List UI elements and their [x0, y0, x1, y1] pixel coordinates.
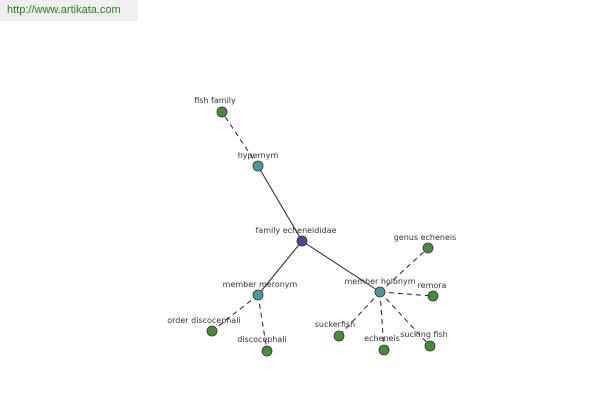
- node-family[interactable]: [296, 235, 308, 247]
- graph-edges: [211, 111, 434, 352]
- edge-member-holonym-to-echeneis: [379, 291, 385, 351]
- node-member-holonym[interactable]: [374, 286, 386, 298]
- node-label-remora[interactable]: remora: [418, 281, 447, 290]
- node-label-echeneis[interactable]: echeneis: [364, 334, 400, 343]
- node-label-fish-family[interactable]: fish family: [194, 96, 236, 105]
- site-url-link[interactable]: http://www.artikata.com: [7, 4, 121, 16]
- node-label-hypernym[interactable]: hypernym: [238, 151, 279, 160]
- edge-member-meronym-to-order-discocephali: [211, 294, 259, 332]
- node-genus-echeneis[interactable]: [422, 242, 434, 254]
- node-fish-family[interactable]: [216, 106, 228, 118]
- node-hypernym[interactable]: [252, 160, 264, 172]
- node-label-genus-echeneis[interactable]: genus echeneis: [394, 233, 457, 242]
- node-label-member-meronym[interactable]: member meronym: [223, 280, 298, 289]
- node-order-discocephali[interactable]: [206, 325, 218, 337]
- node-label-order-discocephali[interactable]: order discocephali: [167, 316, 240, 325]
- edge-family-to-member-meronym: [257, 240, 303, 296]
- edge-member-holonym-to-sucking-fish: [379, 291, 431, 347]
- node-label-suckerfish[interactable]: suckerfish: [315, 320, 355, 329]
- node-label-family[interactable]: family echeneididae: [256, 226, 337, 235]
- node-label-discocephali[interactable]: discocephali: [237, 335, 287, 344]
- node-remora[interactable]: [427, 290, 439, 302]
- edge-hypernym-to-fish-family: [221, 111, 259, 167]
- graph-labels: family echeneididae hypernym fish family me…: [167, 96, 456, 344]
- node-member-meronym[interactable]: [252, 289, 264, 301]
- graph-nodes: [206, 106, 439, 357]
- edge-member-meronym-to-discocephali: [257, 294, 268, 352]
- edge-member-holonym-to-suckerfish: [338, 291, 381, 337]
- edge-family-to-hypernym: [257, 165, 303, 242]
- edge-member-holonym-to-genus-echeneis: [379, 247, 429, 293]
- node-label-member-holonym[interactable]: member holonym: [344, 277, 415, 286]
- node-sucking-fish[interactable]: [424, 340, 436, 352]
- node-echeneis[interactable]: [378, 344, 390, 356]
- edge-family-to-member-holonym: [301, 240, 381, 293]
- edge-member-holonym-to-remora: [379, 291, 434, 297]
- node-discocephali[interactable]: [261, 345, 273, 357]
- url-bar: http://www.artikata.com: [0, 0, 138, 21]
- node-label-sucking-fish[interactable]: sucking fish: [400, 330, 447, 339]
- node-suckerfish[interactable]: [333, 330, 345, 342]
